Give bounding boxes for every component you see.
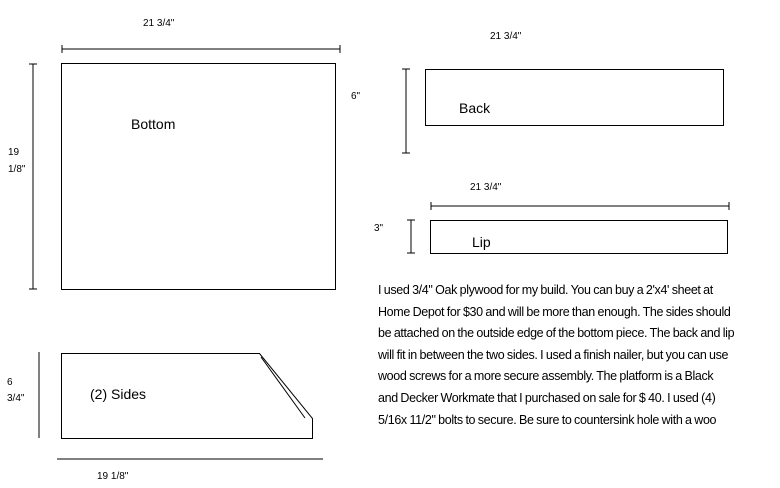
back-label: Back (459, 100, 491, 116)
bottom-height-label-line2: 1/8" (8, 164, 26, 175)
bottom-height-label-line1: 19 (8, 147, 20, 158)
back-height-label: 6" (351, 91, 361, 102)
build-notes: I used 3/4" Oak plywood for my build. Yo… (378, 280, 773, 431)
lip-width-label: 21 3/4" (470, 182, 502, 193)
bottom-piece: 21 3/4" 19 1/8" Bottom (8, 18, 341, 290)
sides-height-label-line1: 6 (7, 377, 13, 388)
build-note-line: 5/16x 11/2" bolts to secure. Be sure to … (378, 412, 717, 427)
bottom-label: Bottom (131, 116, 175, 132)
lip-piece: 21 3/4" 3" Lip (374, 182, 730, 254)
bottom-panel (61, 63, 336, 290)
build-note-line: and Decker Workmate that I purchased on … (378, 390, 716, 405)
sides-piece: 6 3/4" (2) Sides 19 1/8" (7, 352, 323, 482)
lip-label: Lip (472, 234, 491, 250)
lip-height-label: 3" (374, 223, 384, 234)
lip-panel (430, 220, 728, 254)
sides-panel (61, 353, 313, 439)
build-note-line: be attached on the outside edge of the b… (378, 326, 735, 341)
back-width-label: 21 3/4" (490, 31, 522, 42)
build-note-line: wood screws for a more secure assembly. … (378, 369, 714, 384)
back-piece: 21 3/4" 6" Back (351, 31, 724, 154)
back-panel (425, 69, 724, 126)
build-note-line: will fit in between the two sides. I use… (378, 347, 729, 362)
sides-height-label-line2: 3/4" (7, 393, 25, 404)
build-note-line: Home Depot for $30 and will be more than… (378, 304, 731, 319)
sides-inner-bevel-line (260, 356, 306, 419)
build-note-line: I used 3/4" Oak plywood for my build. Yo… (378, 283, 713, 297)
sides-label: (2) Sides (90, 386, 146, 402)
sides-width-label: 19 1/8" (97, 471, 129, 482)
bottom-width-label: 21 3/4" (143, 18, 175, 29)
